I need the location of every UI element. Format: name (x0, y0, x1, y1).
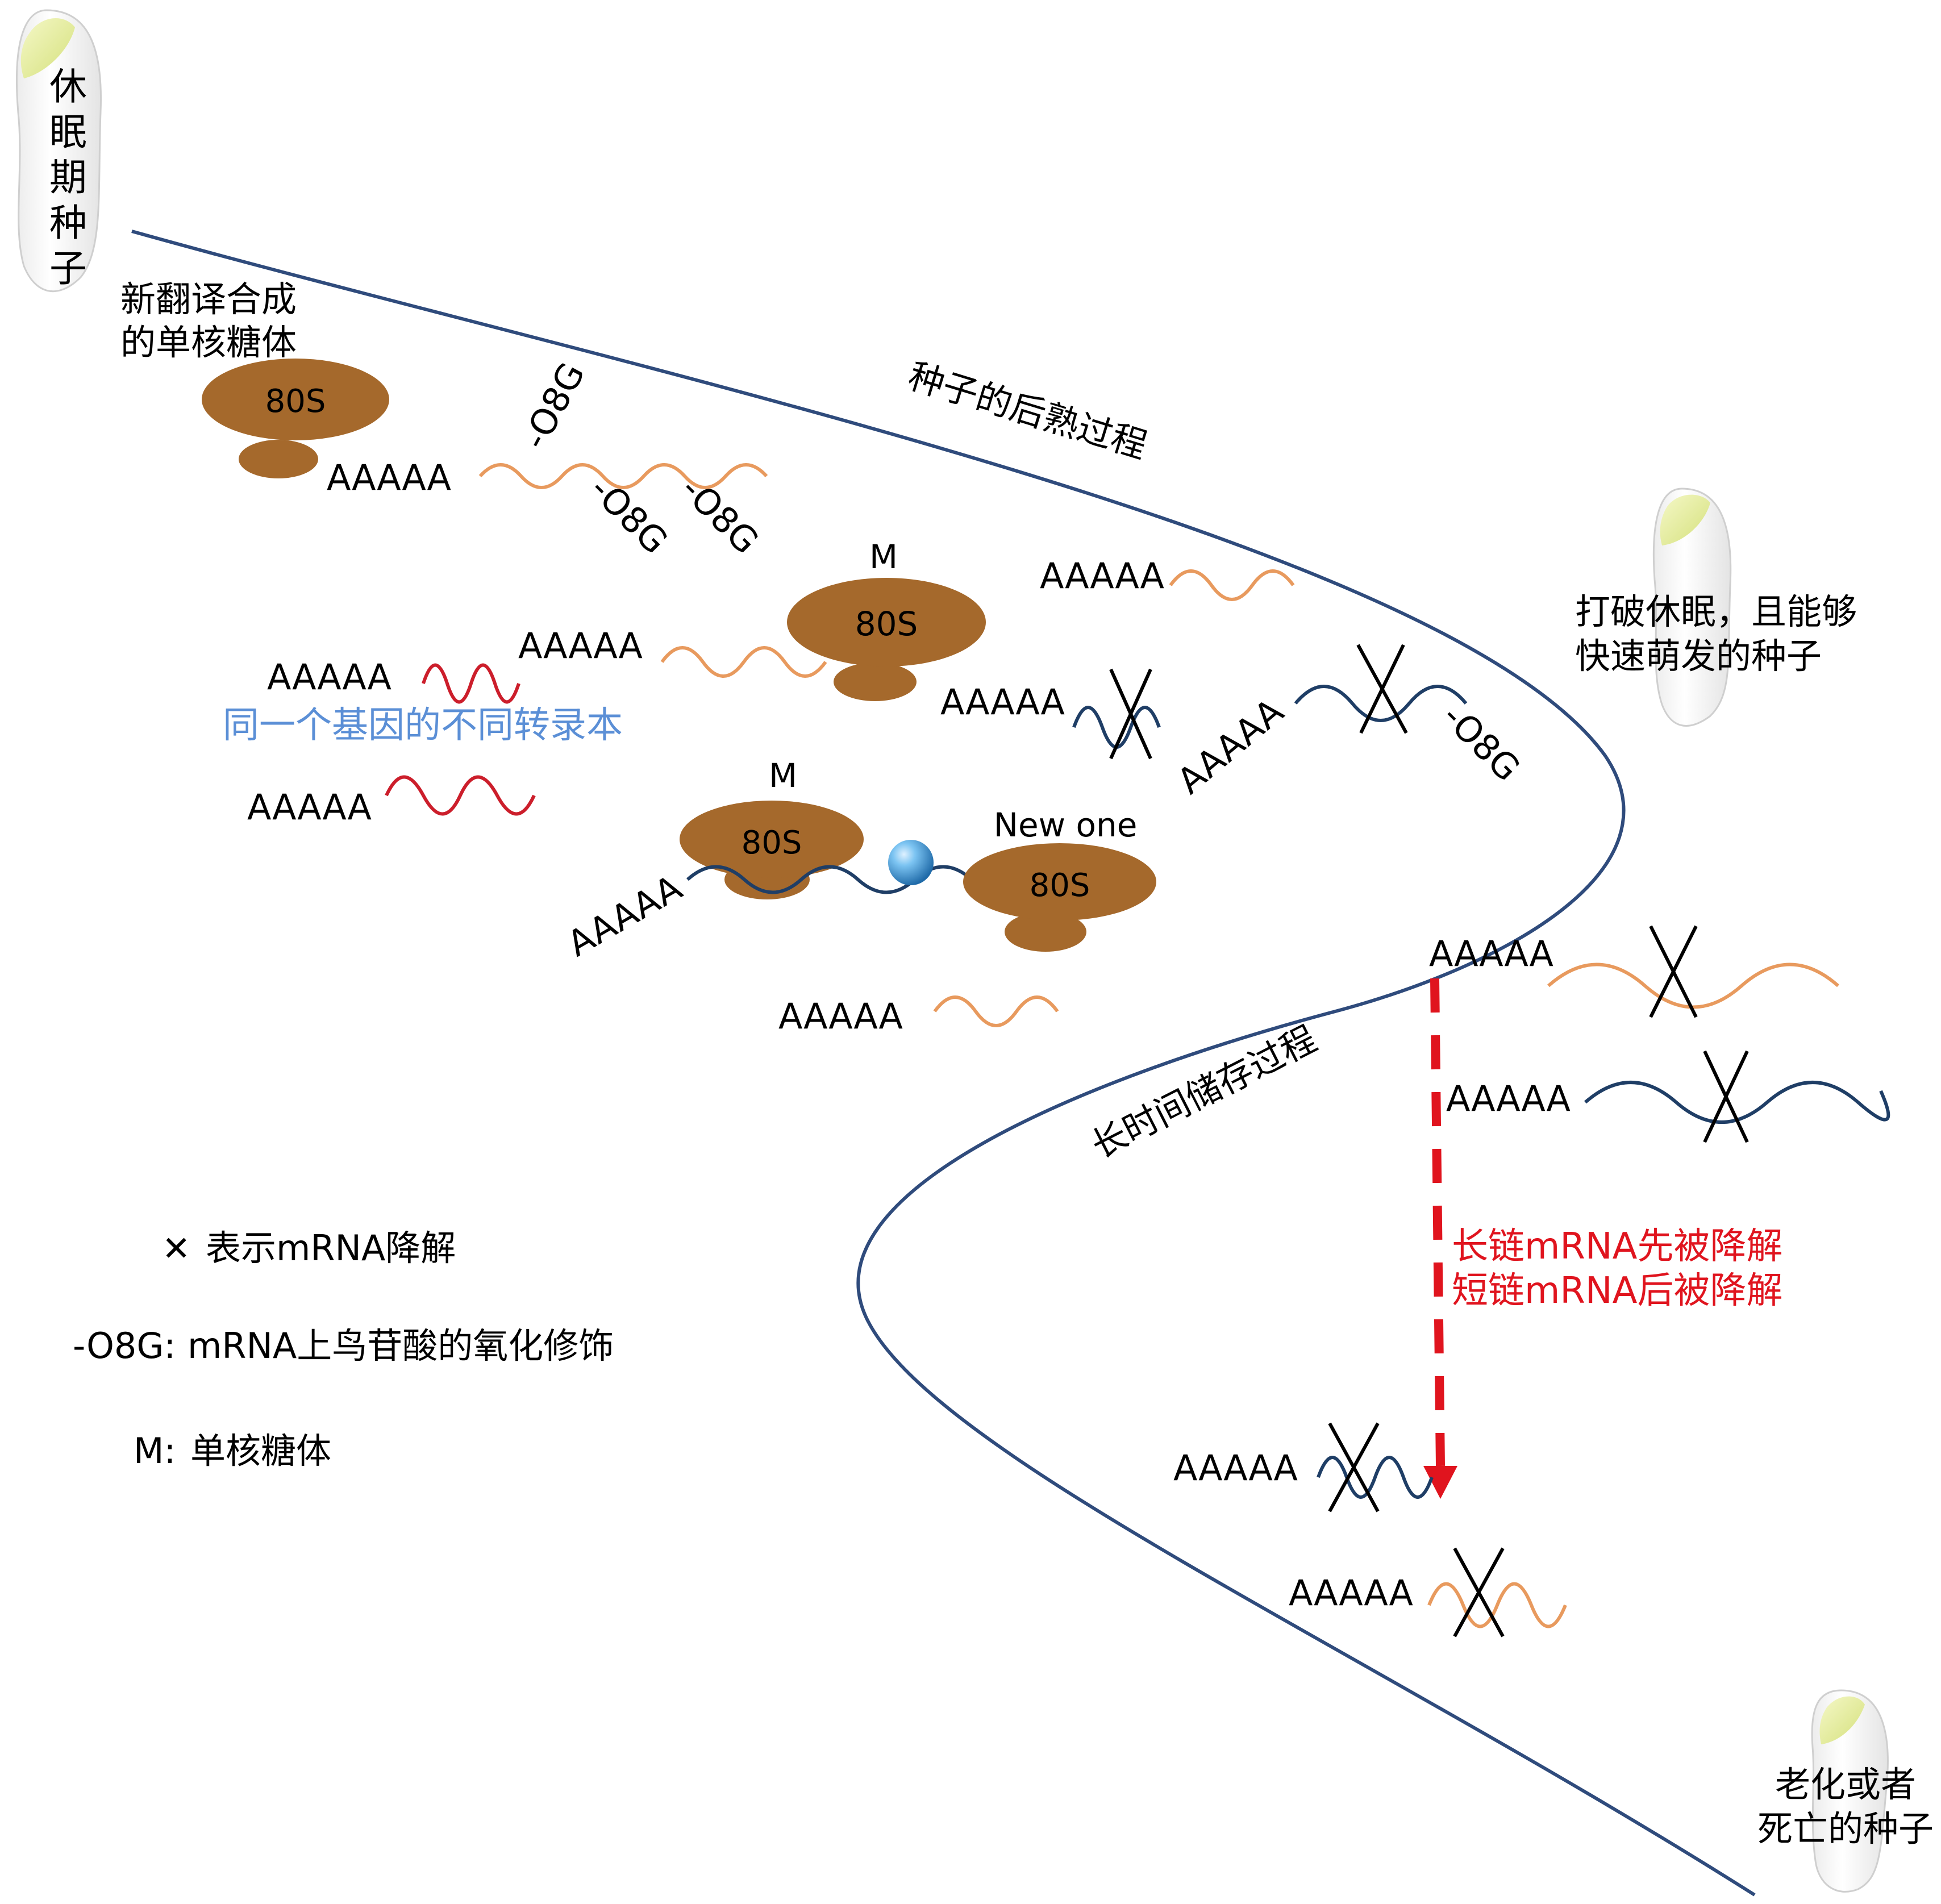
poly-a-tail: AAAAA (1446, 1078, 1571, 1119)
poly-a-tail: AAAAA (267, 656, 391, 698)
legend: ✕ 表示mRNA降解 -O8G: mRNA上鸟苷酸的氧化修饰 M: 单核糖体 (73, 1227, 614, 1472)
degradation-cross-icon (1649, 925, 1698, 1018)
poly-a-tail: AAAAA (1289, 1572, 1413, 1614)
dormant-seed-label-char: 休 (49, 65, 87, 109)
monosome-marker: M (869, 538, 898, 576)
poly-a-tail: AAAAA (1173, 1447, 1298, 1489)
degradation-cross-icon (1453, 1547, 1505, 1638)
poly-a-tail: AAAAA (1040, 555, 1164, 597)
ribosome-80s: 80S (680, 801, 864, 899)
aged-seed-label-line2: 死亡的种子 (1757, 1808, 1934, 1849)
o8g-mark: -O8G (582, 468, 676, 562)
mrna-wave (385, 775, 536, 816)
new-one-caption: New one (994, 806, 1138, 844)
mrna-wave (1547, 963, 1839, 1009)
germinating-seed-label-line2: 快速萌发的种子 (1575, 635, 1822, 677)
new-monosome-caption-line1: 新翻译合成 (120, 278, 297, 320)
germinating-seed-icon (1652, 488, 1732, 727)
seed-lifecycle-curve (131, 230, 1756, 1897)
protein-ball-icon (888, 840, 934, 885)
degradation-order-arrow (1430, 978, 1445, 1466)
legend-o8g-text: mRNA上鸟苷酸的氧化修饰 (188, 1325, 614, 1366)
dormant-seed-label-char: 种 (49, 201, 87, 245)
germinating-seed-label-line1: 打破休眠，且能够 (1575, 591, 1857, 632)
mrna-wave (1072, 706, 1161, 749)
degradation-cross-icon (1356, 644, 1408, 734)
o8g-mark: -O8G (514, 356, 593, 456)
mrna-wave (1294, 685, 1468, 722)
monosome-marker: M (769, 756, 797, 795)
mrna-wave (1317, 1456, 1434, 1499)
dormant-seed-icon (16, 9, 102, 293)
poly-a-tail: AAAAA (518, 625, 643, 666)
ribosome-80s: 80S (963, 843, 1156, 952)
new-monosome-caption-line2: 的单核糖体 (120, 322, 297, 363)
aged-seed-icon (1811, 1689, 1889, 1893)
arrow-head-icon (1423, 1466, 1457, 1499)
poly-a-tail: AAAAA (327, 457, 451, 498)
mrna-wave (933, 995, 1059, 1027)
mrna-wave (1169, 569, 1295, 601)
aged-seed-label-line1: 老化或者 (1775, 1764, 1916, 1805)
ribosome-label: 80S (742, 824, 802, 861)
ribosome-label: 80S (855, 605, 918, 643)
degradation-cross-icon (1703, 1050, 1749, 1143)
legend-o8g-key: -O8G: (73, 1325, 176, 1366)
dormant-seed-label-char: 期 (49, 156, 87, 199)
degradation-order-line1: 长链mRNA先被降解 (1452, 1226, 1782, 1268)
transcript-note: 同一个基因的不同转录本 (223, 705, 623, 747)
ribosome-80s: 80S (787, 578, 986, 701)
legend-degradation-text: 表示mRNA降解 (206, 1227, 456, 1269)
legend-m-key: M: (134, 1430, 176, 1472)
poly-a-tail: AAAAA (247, 786, 372, 828)
legend-degradation-icon: ✕ (162, 1229, 190, 1269)
degradation-order-line2: 短链mRNA后被降解 (1452, 1270, 1782, 1312)
dormant-seed-label-char: 子 (49, 247, 87, 290)
o8g-mark: -O8G (1434, 695, 1528, 789)
mrna-wave (478, 463, 768, 489)
dormant-seed-label-char: 眠 (49, 110, 87, 154)
poly-a-tail: AAAAA (560, 866, 689, 965)
dormant-seed-label: 休眠期种子 (49, 65, 87, 290)
poly-a-tail: AAAAA (940, 681, 1065, 723)
mrna-wave (1584, 1081, 1890, 1124)
poly-a-tail: AAAAA (1429, 933, 1553, 974)
ribosome-80s: 80S (202, 359, 389, 478)
poly-a-tail: AAAAA (1169, 690, 1292, 802)
legend-m-text: 单核糖体 (190, 1430, 331, 1472)
ribosome-label: 80S (265, 383, 326, 420)
long-storage-label: 长时间储存过程 (1085, 1018, 1323, 1166)
mrna-wave (422, 663, 520, 704)
degradation-cross-icon (1109, 668, 1152, 760)
ribosome-label: 80S (1030, 867, 1090, 904)
mrna-wave (1427, 1582, 1567, 1628)
mrna-wave (660, 646, 827, 678)
poly-a-tail: AAAAA (778, 995, 903, 1037)
degradation-cross-icon (1328, 1422, 1380, 1513)
